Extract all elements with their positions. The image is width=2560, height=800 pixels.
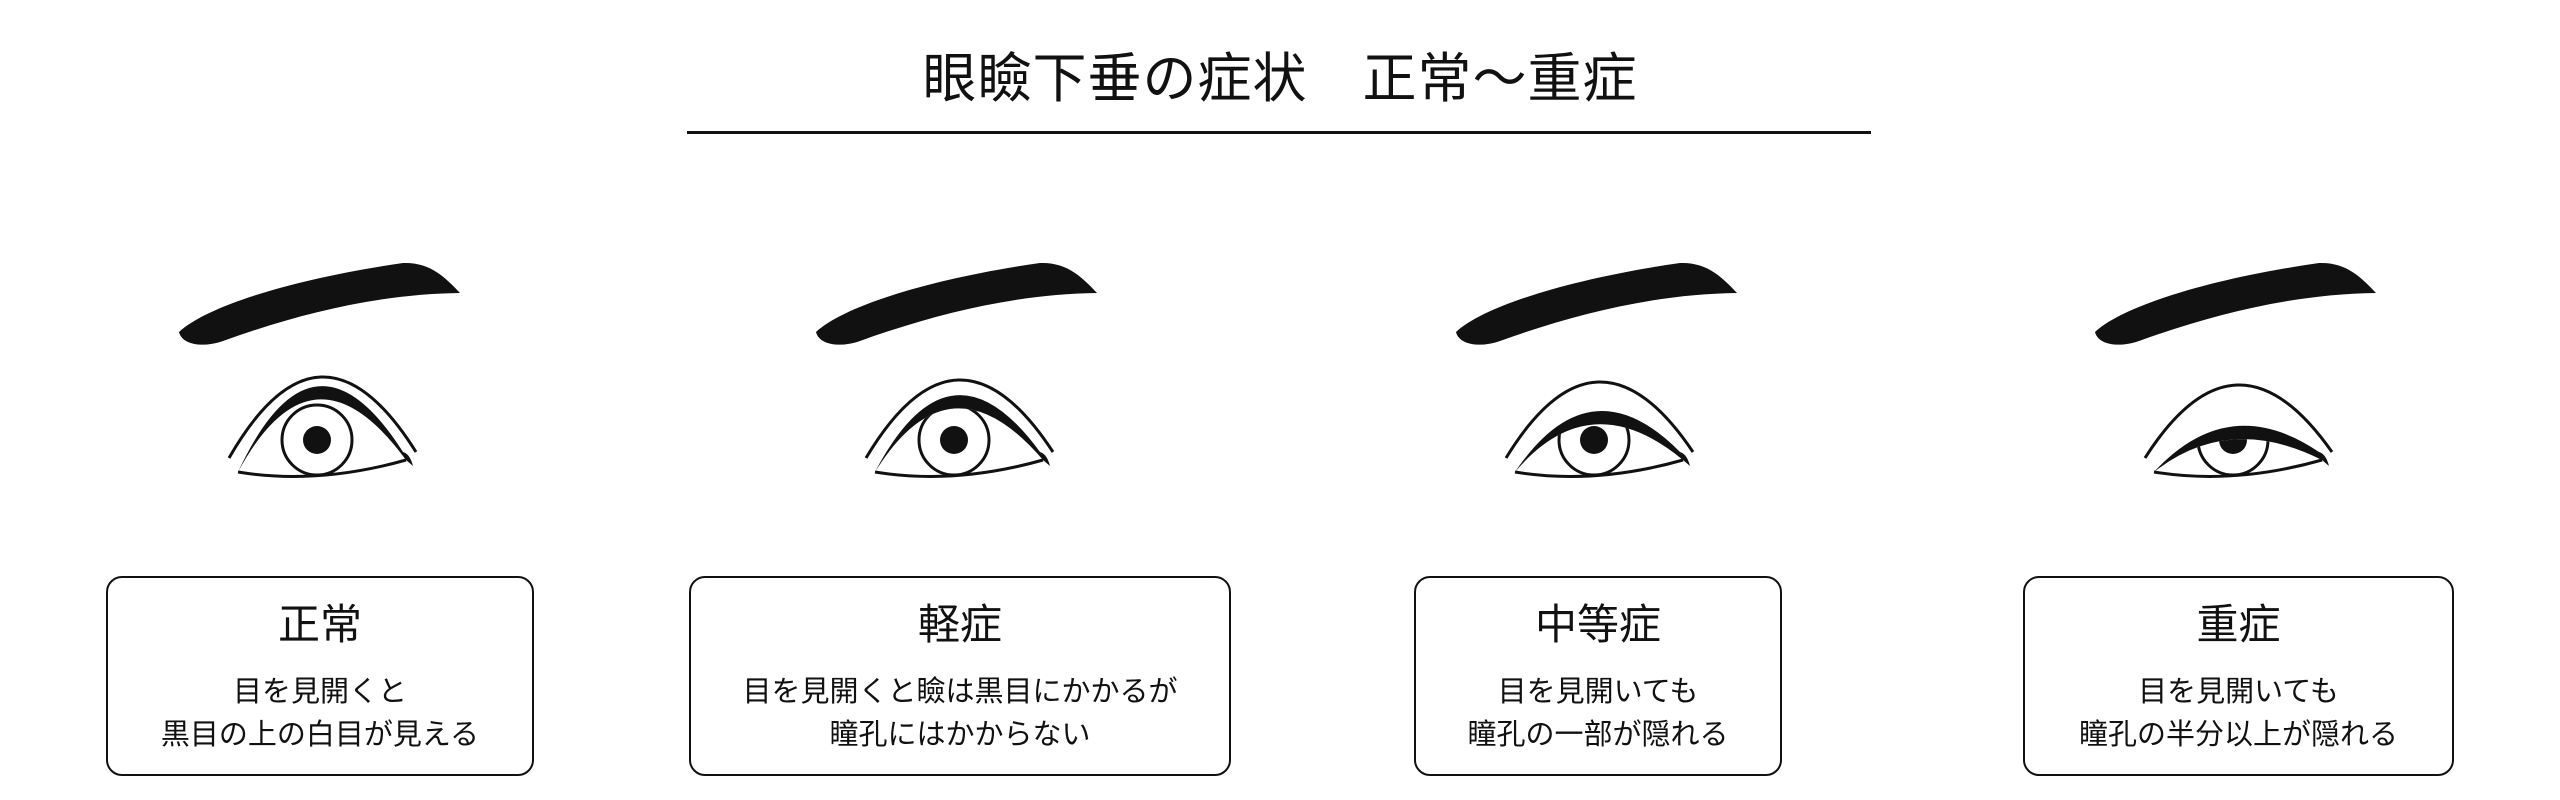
stage-desc-line: 目を見開くと瞼は黒目にかかるが	[742, 674, 1178, 708]
stage-box-severe: 重症 目を見開いても瞳孔の半分以上が隠れる	[2023, 576, 2454, 776]
eye-normal	[179, 262, 460, 478]
stage-desc-line: 目を見開いても	[1497, 674, 1699, 708]
eye-severe	[2095, 262, 2376, 478]
pupil	[303, 426, 331, 454]
eyebrow-icon	[816, 262, 1097, 345]
eyebrow-icon	[2095, 262, 2376, 345]
eyelid-crease	[1504, 380, 1695, 459]
stage-desc-line: 瞳孔の半分以上が隠れる	[2078, 717, 2398, 751]
eye-illustrations	[179, 262, 2376, 478]
upper-eyelid	[1515, 411, 1690, 472]
diagram-title: 眼瞼下垂の症状 正常〜重症	[922, 47, 1638, 110]
eyelid-crease	[864, 378, 1055, 459]
stage-box-moderate: 中等症 目を見開いても瞳孔の一部が隠れる	[1414, 576, 1782, 776]
upper-eyelid	[238, 386, 413, 472]
stage-desc-line: 目を見開くと	[232, 674, 407, 708]
stage-heading: 軽症	[917, 600, 1002, 649]
upper-eyelid	[2154, 425, 2329, 472]
eye-mild	[816, 262, 1097, 478]
stage-box-normal: 正常 目を見開くと黒目の上の白目が見える	[106, 576, 534, 776]
pupil	[1580, 426, 1608, 454]
pupil	[2219, 439, 2247, 454]
eyebrow-icon	[1456, 262, 1737, 345]
lower-eyelid	[237, 458, 407, 478]
eyelid-crease	[227, 375, 418, 459]
lower-eyelid	[1514, 458, 1684, 478]
upper-eyelid	[875, 395, 1050, 472]
pupil	[940, 426, 968, 454]
eyebrow-icon	[179, 262, 460, 345]
title-underline	[687, 131, 1871, 134]
stage-desc-line: 瞳孔の一部が隠れる	[1467, 717, 1729, 751]
stage-desc-line: 瞳孔にはかからない	[829, 717, 1091, 751]
lower-eyelid	[874, 458, 1044, 478]
eyelid-crease	[2143, 383, 2334, 459]
stage-desc-line: 黒目の上の白目が見える	[160, 717, 480, 751]
eye-moderate	[1456, 262, 1737, 478]
stage-heading: 中等症	[1534, 600, 1661, 649]
stage-heading: 重症	[2196, 600, 2281, 649]
stage-desc-line: 目を見開いても	[2138, 674, 2339, 708]
lower-eyelid	[2153, 458, 2323, 478]
stage-box-mild: 軽症 目を見開くと瞼は黒目にかかるが瞳孔にはかからない	[689, 576, 1231, 776]
stage-heading: 正常	[277, 600, 362, 649]
